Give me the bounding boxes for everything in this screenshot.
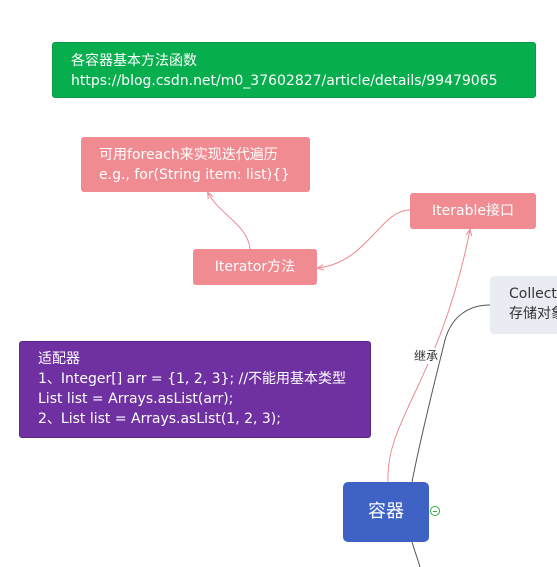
collection-line2: 存储对象 [509,306,557,322]
iterator-method-label: Iterator方法 [214,259,296,275]
iterable-interface-node[interactable]: Iterable接口 [410,193,536,229]
iterable-interface-label: Iterable接口 [432,203,514,219]
adapter-note-node[interactable]: 适配器 1、Integer[] arr = {1, 2, 3}; //不能用基本… [19,341,371,438]
root-container-label: 容器 [368,501,404,522]
blog-link-node[interactable]: 各容器基本方法函数 https://blog.csdn.net/m0_37602… [52,42,536,98]
adapter-note-line3: List list = Arrays.asList(arr); [38,391,234,407]
collection-line1: Collection [509,286,557,302]
foreach-note-line2: e.g., for(String item: list){} [99,167,290,183]
connector-iterator-to-foreach [208,193,251,250]
connector-root-to-collection [411,304,491,483]
collection-node[interactable]: Collection 存储对象 [490,276,557,334]
foreach-note-line1: 可用foreach来实现迭代遍历 [99,147,278,163]
blog-link-url[interactable]: https://blog.csdn.net/m0_37602827/articl… [71,73,498,89]
connector-root-down [411,541,421,567]
iterator-method-node[interactable]: Iterator方法 [193,249,317,285]
adapter-note-line1: 适配器 [38,351,80,367]
adapter-note-line2: 1、Integer[] arr = {1, 2, 3}; //不能用基本类型 [38,371,347,387]
inheritance-relation-label: 继承 [414,348,439,364]
blog-link-title: 各容器基本方法函数 [71,53,197,69]
foreach-note-node[interactable]: 可用foreach来实现迭代遍历 e.g., for(String item: … [81,137,310,192]
root-container-node[interactable]: 容器 [343,482,429,542]
connector-iterable-to-iterator [318,209,411,268]
collapse-toggle-icon[interactable] [430,506,440,516]
adapter-note-line4: 2、List list = Arrays.asList(1, 2, 3); [38,411,281,427]
